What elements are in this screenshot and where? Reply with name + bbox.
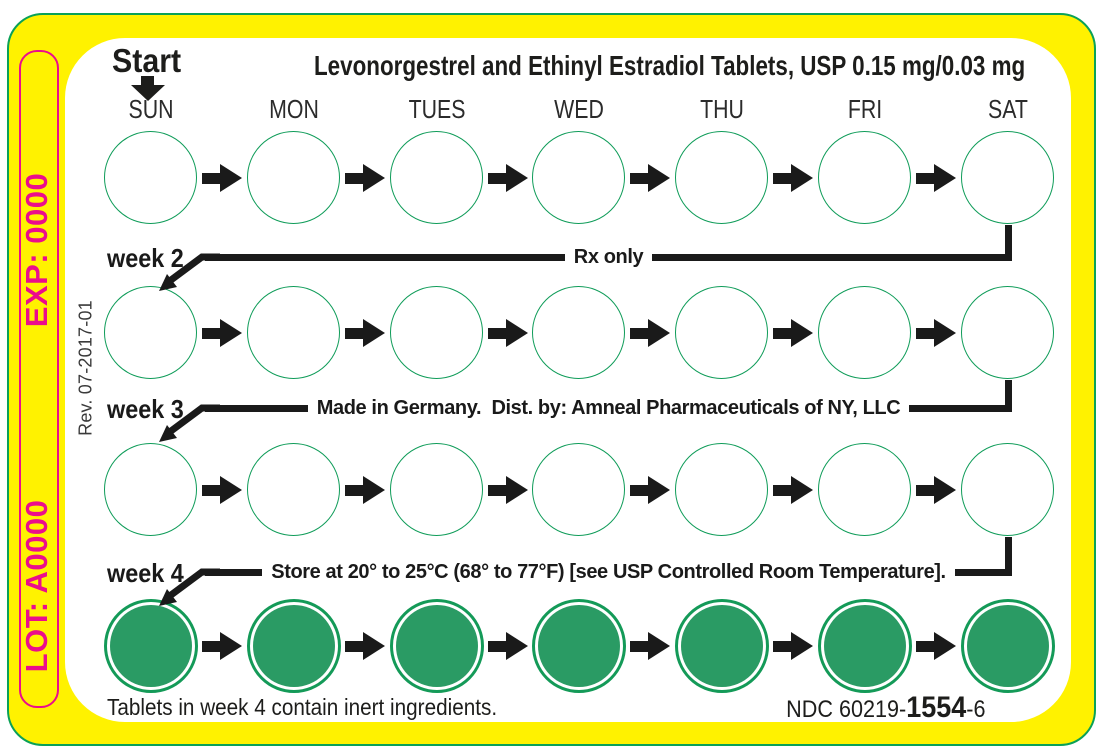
tablet-slot-week1 — [246, 131, 340, 224]
flow-right-arrow-icon — [487, 632, 528, 660]
flow-right-arrow-icon — [916, 164, 957, 192]
tablet-slot-week3 — [818, 443, 912, 536]
inert-tablet — [395, 605, 478, 687]
flow-right-arrow-icon — [202, 164, 242, 192]
week2-connector: Rx only — [205, 244, 1012, 270]
flow-right-arrow-icon — [344, 632, 385, 660]
tablet-slot-week3 — [246, 443, 340, 536]
week2-label: week 2 — [107, 243, 184, 273]
flow-right-arrow-icon — [344, 319, 385, 347]
tablet-slot-week1 — [675, 131, 769, 224]
flow-right-arrow-icon — [344, 476, 385, 504]
day-label-thu: THU — [700, 94, 745, 124]
tablet-slot-week2 — [246, 286, 340, 379]
tablet-slot-week2 — [389, 286, 483, 379]
ndc-number: NDC 60219-1554-6 — [786, 691, 985, 725]
flow-right-arrow-icon — [344, 164, 385, 192]
inert-tablet — [252, 605, 335, 687]
ndc-suffix: -6 — [965, 696, 985, 723]
week4-label: week 4 — [107, 558, 184, 588]
tablet-week4 — [960, 599, 1055, 693]
exp-code: EXP: 0000 — [19, 172, 54, 328]
tablet-slot-week1 — [818, 131, 912, 224]
week2-line-left — [205, 253, 565, 261]
tablet-week4 — [246, 599, 341, 693]
lot-code: LOT: A0000 — [19, 499, 54, 673]
tablet-slot-week2 — [532, 286, 626, 379]
start-label: Start — [112, 42, 182, 79]
week4-connector: Store at 20° to 25°C (68° to 77°F) [see … — [205, 559, 1012, 585]
flow-right-arrow-icon — [916, 476, 957, 504]
week4-line-left — [205, 568, 263, 576]
tablet-week4 — [389, 599, 484, 693]
flow-right-arrow-icon — [773, 632, 814, 660]
week4-riser-line — [1005, 537, 1012, 576]
tablet-slot-week1 — [532, 131, 626, 224]
inert-ingredients-note: Tablets in week 4 contain inert ingredie… — [107, 694, 498, 720]
day-label-sat: SAT — [988, 94, 1028, 124]
tablet-slot-week3 — [532, 443, 626, 536]
flow-right-arrow-icon — [916, 319, 957, 347]
tablet-slot-week3 — [104, 443, 197, 536]
tablet-week4 — [818, 599, 913, 693]
tablet-slot-week2 — [818, 286, 912, 379]
week2-line-right — [652, 253, 1012, 261]
inert-tablet — [110, 605, 192, 687]
day-label-tues: TUES — [408, 94, 466, 124]
week3-line-left — [205, 404, 308, 412]
flow-right-arrow-icon — [630, 164, 671, 192]
inert-tablet — [824, 605, 907, 687]
flow-right-arrow-icon — [202, 632, 242, 660]
tablet-slot-week3 — [389, 443, 483, 536]
week3-connector: Made in Germany. Dist. by: Amneal Pharma… — [205, 395, 1013, 421]
day-label-sun: SUN — [128, 94, 174, 124]
week3-riser-line — [1005, 380, 1012, 412]
flow-right-arrow-icon — [487, 476, 528, 504]
tablet-slot-week1 — [104, 131, 197, 224]
week3-line-right — [909, 404, 1013, 412]
day-label-mon: MON — [268, 94, 319, 124]
tablet-slot-week1 — [389, 131, 483, 224]
product-title: Levonorgestrel and Ethinyl Estradiol Tab… — [314, 50, 1026, 81]
flow-right-arrow-icon — [630, 476, 671, 504]
start-down-arrow-head-icon — [131, 85, 165, 101]
tablet-week4 — [532, 599, 627, 693]
flow-right-arrow-icon — [202, 319, 242, 347]
flow-right-arrow-icon — [202, 476, 242, 504]
tablet-slot-week2 — [960, 286, 1054, 379]
tablet-slot-week3 — [960, 443, 1054, 536]
inert-tablet — [681, 605, 764, 687]
week4-note: Store at 20° to 25°C (68° to 77°F) [see … — [271, 560, 946, 583]
revision-code: Rev. 07-2017-01 — [75, 300, 96, 436]
flow-right-arrow-icon — [630, 319, 671, 347]
flow-right-arrow-icon — [487, 164, 528, 192]
tablet-slot-week1 — [960, 131, 1054, 224]
day-label-wed: WED — [554, 94, 605, 124]
ndc-code: 1554 — [905, 691, 966, 724]
flow-right-arrow-icon — [773, 476, 814, 504]
tablet-slot-week3 — [675, 443, 769, 536]
inert-tablet — [538, 605, 621, 687]
tablet-week4 — [104, 599, 198, 693]
ndc-prefix: NDC 60219- — [785, 696, 906, 723]
week3-label: week 3 — [107, 394, 184, 424]
week2-riser-line — [1005, 225, 1012, 261]
week4-line-right — [954, 568, 1012, 576]
flow-right-arrow-icon — [487, 319, 528, 347]
week2-note: Rx only — [573, 245, 644, 268]
week3-note: Made in Germany. Dist. by: Amneal Pharma… — [316, 396, 901, 419]
flow-right-arrow-icon — [916, 632, 957, 660]
tablet-week4 — [675, 599, 770, 693]
flow-right-arrow-icon — [773, 164, 814, 192]
exp-lot-imprint-box — [19, 50, 59, 708]
flow-right-arrow-icon — [773, 319, 814, 347]
start-down-arrow-icon — [141, 76, 154, 87]
inert-tablet — [966, 605, 1049, 687]
tablet-slot-week2 — [104, 286, 197, 379]
tablet-slot-week2 — [675, 286, 769, 379]
flow-right-arrow-icon — [630, 632, 671, 660]
day-label-fri: FRI — [847, 94, 883, 124]
